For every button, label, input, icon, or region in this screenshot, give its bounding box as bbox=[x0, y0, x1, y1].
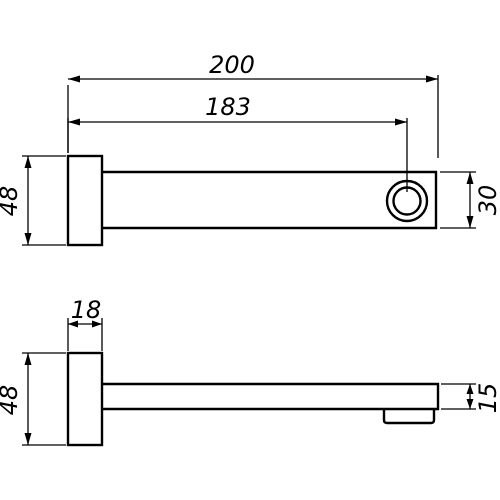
top-view-flange bbox=[66, 154, 104, 247]
top-view bbox=[66, 154, 438, 247]
dimension-spout-thickness: 15 bbox=[441, 383, 500, 414]
dim-label-spout-reach: 183 bbox=[205, 93, 251, 121]
dimension-flange-depth: 18 bbox=[67, 296, 103, 351]
dimension-flange-height-side: 48 bbox=[0, 352, 66, 446]
dim-label-flange-depth: 18 bbox=[71, 296, 102, 324]
dim-label-flange-height-side: 48 bbox=[0, 385, 23, 416]
side-view bbox=[66, 351, 440, 447]
side-view-outlet bbox=[382, 409, 436, 425]
dimension-overall-length: 200 bbox=[67, 51, 439, 158]
side-view-spout bbox=[102, 382, 440, 411]
top-view-spout bbox=[102, 170, 438, 230]
dimension-spout-reach: 183 bbox=[67, 93, 408, 192]
dim-label-spout-thickness: 15 bbox=[474, 383, 500, 414]
dim-label-overall-length: 200 bbox=[209, 51, 255, 79]
dim-label-spout-height-top: 30 bbox=[474, 185, 500, 216]
dimension-spout-height-top: 30 bbox=[440, 171, 500, 229]
dimension-flange-height-top: 48 bbox=[0, 155, 66, 246]
side-view-flange bbox=[66, 351, 104, 447]
dim-label-flange-height-top: 48 bbox=[0, 186, 23, 217]
